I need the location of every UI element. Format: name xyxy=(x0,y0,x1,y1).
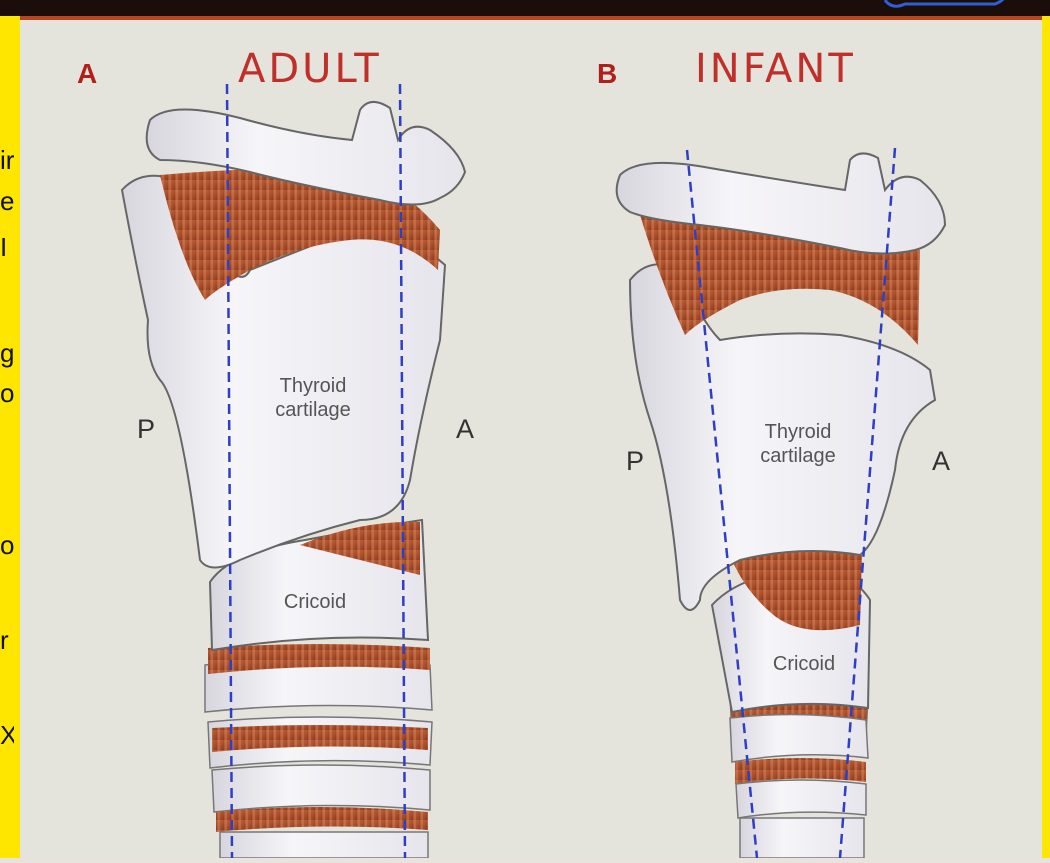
panel-b-posterior-label: P xyxy=(626,446,644,477)
panel-a-cricoid-label: Cricoid xyxy=(245,590,385,614)
panel-b-letter: B xyxy=(597,58,617,90)
slide-text-fragment: ir xyxy=(0,145,14,176)
panel-a-thyroid-line1: Thyroid xyxy=(243,374,383,398)
slide-text-fragment: g xyxy=(0,338,14,369)
slide-text-fragment: Xl xyxy=(0,720,14,751)
panel-a-title: ADULT xyxy=(238,46,382,92)
slide-text-fragment: e xyxy=(0,186,14,217)
panel-a-thyroid-line2: cartilage xyxy=(243,398,383,422)
panel-b-thyroid-line1: Thyroid xyxy=(728,420,868,444)
panel-b-title: INFANT xyxy=(695,46,856,92)
panel-b-cricoid-label: Cricoid xyxy=(734,652,874,676)
panel-a-anterior-label: A xyxy=(456,414,474,445)
top-bar-accent xyxy=(20,16,1042,20)
slide-text-fragment: I xyxy=(0,232,14,263)
top-bar xyxy=(0,0,1050,16)
panel-a-letter: A xyxy=(77,58,97,90)
slide-text-fragment: o xyxy=(0,378,14,409)
panel-b-thyroid-line2: cartilage xyxy=(728,444,868,468)
slide-yellow-edge-right xyxy=(1042,0,1050,858)
panel-b-thyroid-label: Thyroid cartilage xyxy=(728,420,868,468)
panel-a-posterior-label: P xyxy=(137,414,155,445)
panel-b-anterior-label: A xyxy=(932,446,950,477)
panel-a-thyroid-label: Thyroid cartilage xyxy=(243,374,383,422)
slide-text-fragment: o xyxy=(0,530,14,561)
slide-text-fragment: r xyxy=(0,625,14,656)
